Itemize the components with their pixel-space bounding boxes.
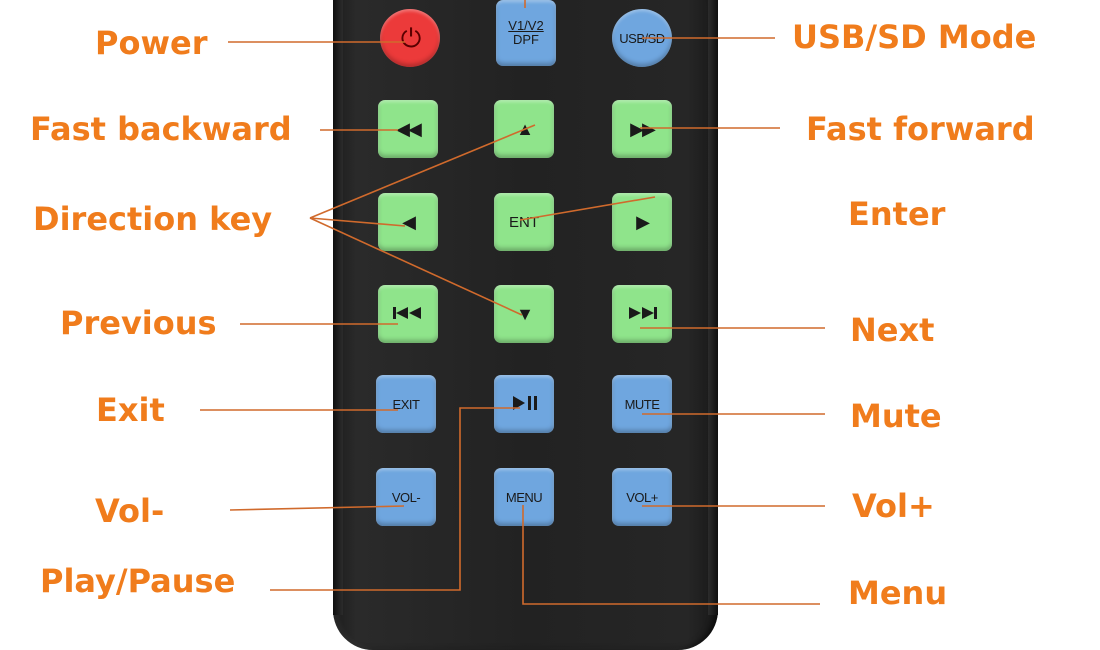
menu-key-label: MENU: [505, 489, 543, 505]
up-arrow-icon: ▲: [516, 119, 534, 139]
right-arrow-icon: ▶: [636, 212, 650, 232]
next-icon: [625, 305, 659, 324]
label-direction-key: Direction key: [33, 200, 273, 238]
previous-icon-svg: [393, 306, 421, 319]
play-pause-icon: [509, 394, 539, 415]
power-icon: ⏻: [400, 23, 422, 53]
mute-key-label: MUTE: [624, 396, 660, 412]
v1v2-dpf-button[interactable]: V1/V2 DPF: [496, 0, 556, 66]
exit-key-label: EXIT: [392, 396, 420, 412]
left-button[interactable]: ◀: [378, 193, 438, 251]
label-exit: Exit: [96, 391, 165, 429]
label-usb-sd-mode: USB/SD Mode: [792, 18, 1037, 56]
label-enter: Enter: [848, 195, 946, 233]
label-fast-backward: Fast backward: [30, 110, 292, 148]
next-button[interactable]: [612, 285, 672, 343]
label-play-pause: Play/Pause: [40, 562, 236, 600]
vol-minus-key-label: VOL-: [391, 489, 421, 505]
v1v2-key-label: V1/V2: [508, 18, 544, 34]
fast-forward-button[interactable]: ▶▶: [612, 100, 672, 158]
label-next: Next: [850, 311, 935, 349]
enter-button[interactable]: ENT: [494, 193, 554, 251]
left-arrow-icon: ◀: [402, 212, 416, 232]
right-button[interactable]: ▶: [612, 193, 672, 251]
label-menu: Menu: [848, 574, 948, 612]
enter-key-label: ENT: [509, 213, 539, 231]
fast-backward-icon: ◀◀: [396, 119, 422, 139]
previous-icon: [391, 305, 425, 324]
dpf-key-label: DPF: [512, 32, 539, 47]
vol-minus-button[interactable]: VOL-: [376, 468, 436, 526]
vol-plus-button[interactable]: VOL+: [612, 468, 672, 526]
remote-edge-left: [333, 0, 343, 615]
up-button[interactable]: ▲: [494, 100, 554, 158]
down-arrow-icon: ▼: [516, 304, 534, 324]
usb-sd-button[interactable]: USB/SD: [612, 9, 672, 67]
vol-plus-key-label: VOL+: [626, 489, 658, 505]
label-power: Power: [95, 24, 208, 62]
label-fast-forward: Fast forward: [806, 110, 1035, 148]
label-previous: Previous: [60, 304, 217, 342]
label-mute: Mute: [850, 397, 942, 435]
fast-forward-icon: ▶▶: [630, 119, 656, 139]
fast-backward-button[interactable]: ◀◀: [378, 100, 438, 158]
next-icon-svg: [629, 306, 657, 319]
play-pause-icon-svg: [513, 395, 537, 410]
mute-button[interactable]: MUTE: [612, 375, 672, 433]
power-button[interactable]: ⏻: [380, 9, 440, 67]
previous-button[interactable]: [378, 285, 438, 343]
exit-button[interactable]: EXIT: [376, 375, 436, 433]
play-pause-button[interactable]: [494, 375, 554, 433]
down-button[interactable]: ▼: [494, 285, 554, 343]
remote-edge-right: [708, 0, 718, 615]
usb-sd-key-label: USB/SD: [619, 30, 665, 46]
menu-button[interactable]: MENU: [494, 468, 554, 526]
label-vol-minus: Vol-: [95, 492, 165, 530]
remote-diagram: ⏻ V1/V2 DPF USB/SD ◀◀ ▲ ▶▶ ◀ ENT ▶: [30, 0, 1037, 650]
label-vol-plus: Vol+: [852, 487, 935, 525]
